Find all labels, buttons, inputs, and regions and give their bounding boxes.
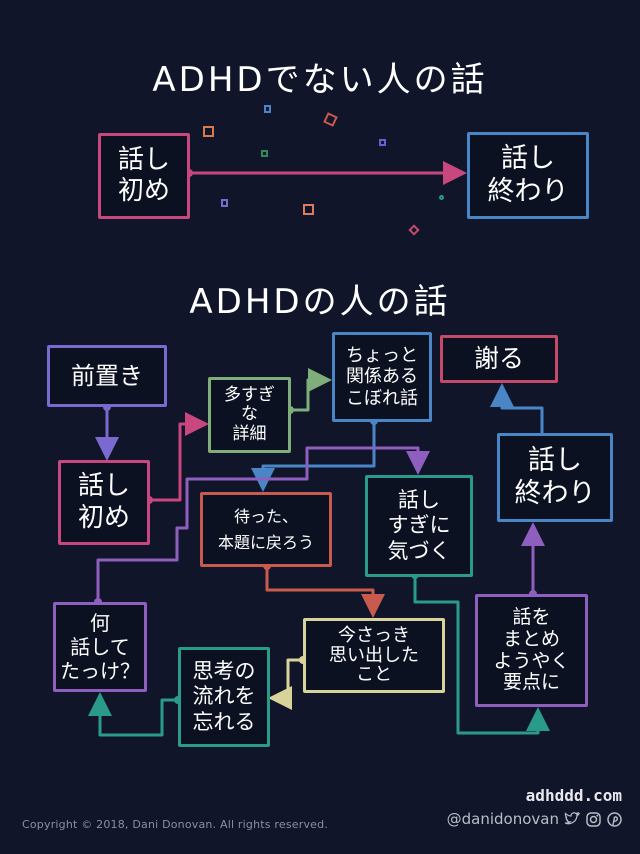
box-forget-train-of-thought: 思考の 流れを 忘れる [178,647,270,747]
box-finish-talking: 話し 終わり [497,433,613,522]
social-handle[interactable]: @danidonovan [446,810,559,828]
box-finish-talking-simple: 話し 終わり [467,132,589,219]
confetti-square [379,139,386,146]
box-start-talking-simple: 話し 初め [98,133,190,219]
box-apologize: 謝る [440,335,558,383]
box-just-remembered: 今さっき 思い出した こと [303,618,445,693]
title-adhd: ADHDの人の話 [189,282,451,322]
box-wait-back-to-topic: 待った、 本題に戻ろう [200,492,332,567]
twitter-icon[interactable] [564,811,580,827]
pinterest-icon[interactable] [606,811,622,827]
box-start-talking: 話し 初め [58,460,150,545]
instagram-icon[interactable] [585,811,601,827]
confetti-square [303,204,314,215]
confetti-square [261,150,268,157]
copyright-text: Copyright © 2018, Dani Donovan. All righ… [22,818,329,831]
box-finally-get-to-point: 話を まとめ ようやく 要点に [475,594,588,707]
confetti-dot [439,195,444,200]
social-handle-row: @danidonovan [447,810,622,828]
box-realize-talking-too-much: 話し すぎに 気づく [365,475,473,577]
box-preamble: 前置き [47,345,167,407]
confetti-square [264,105,271,113]
box-too-much-detail: 多すぎ な 詳細 [208,377,291,453]
title-non-adhd: ADHDでない人の話 [152,60,488,100]
box-what-was-i-saying: 何 話して たっけ？ [53,602,147,692]
box-related-tangent: ちょっと 関係ある こぼれ話 [332,332,432,422]
site-link[interactable]: adhddd.com [525,786,622,805]
confetti-square [221,199,228,207]
confetti-square [203,126,214,137]
